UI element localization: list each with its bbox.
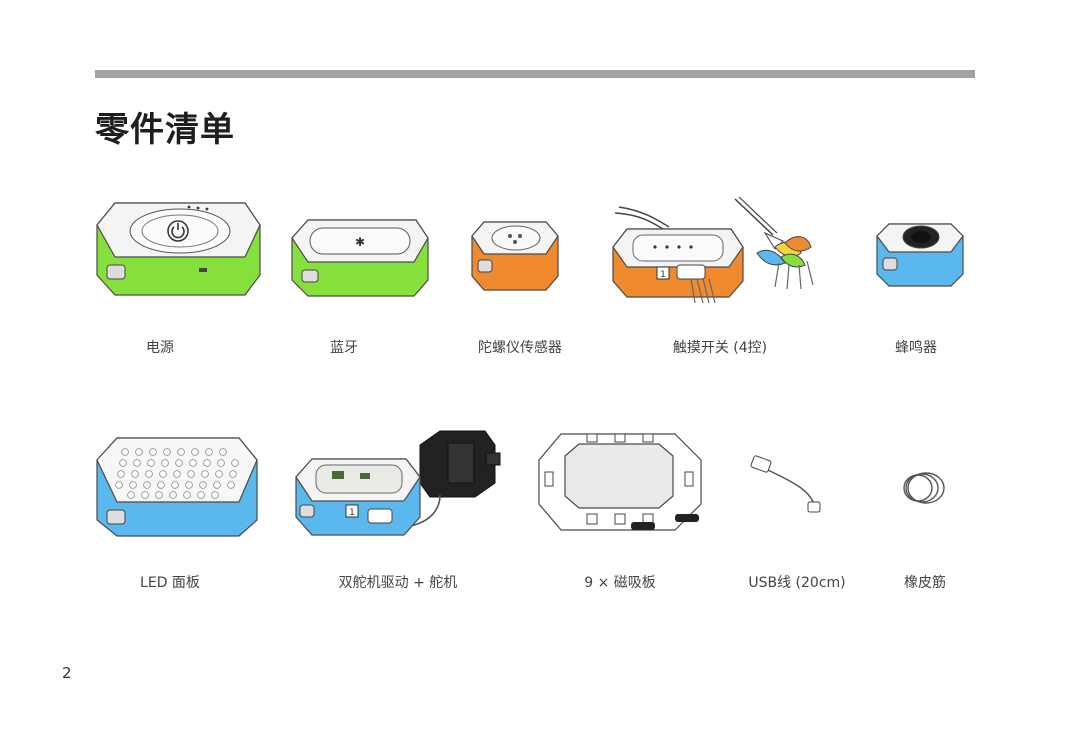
part-label-servo-driver: 双舵机驱动 + 舵机 bbox=[338, 575, 458, 591]
usb-cable-icon bbox=[750, 455, 821, 513]
part-led-panel bbox=[95, 430, 260, 540]
buzzer-icon bbox=[876, 223, 964, 287]
part-magnetic-board bbox=[535, 430, 705, 545]
bluetooth-module-icon: ✱ bbox=[291, 219, 429, 297]
part-label-magnetic-board: 9 × 磁吸板 bbox=[584, 575, 656, 591]
rubber-band-icon bbox=[903, 472, 945, 504]
part-buzzer bbox=[875, 220, 965, 290]
part-power bbox=[95, 195, 261, 305]
page-number: 2 bbox=[62, 664, 72, 682]
part-label-usb-cable: USB线 (20cm) bbox=[748, 575, 846, 591]
part-label-led-panel: LED 面板 bbox=[140, 575, 200, 591]
touch-switch-icon: 1 bbox=[612, 196, 814, 304]
top-rule bbox=[95, 70, 975, 78]
part-rubber-band bbox=[900, 468, 950, 508]
led-panel-icon bbox=[96, 437, 258, 537]
gyroscope-sensor-icon bbox=[471, 221, 559, 291]
part-label-touch-switch: 触摸开关 (4控) bbox=[672, 340, 768, 356]
part-gyroscope bbox=[470, 218, 560, 293]
part-servo-driver: 1 bbox=[290, 425, 510, 540]
page-title: 零件清单 bbox=[95, 110, 235, 150]
svg-text:✱: ✱ bbox=[355, 235, 365, 249]
power-module-icon bbox=[96, 202, 261, 296]
part-usb-cable bbox=[748, 452, 828, 522]
servo-driver-icon: 1 bbox=[295, 430, 501, 536]
part-label-rubber-band: 橡皮筋 bbox=[904, 575, 946, 591]
part-bluetooth: ✱ bbox=[290, 210, 430, 300]
svg-text:1: 1 bbox=[349, 508, 355, 518]
part-label-gyroscope: 陀螺仪传感器 bbox=[478, 340, 562, 356]
svg-text:1: 1 bbox=[660, 270, 666, 280]
part-label-power: 电源 bbox=[146, 340, 174, 356]
part-label-bluetooth: 蓝牙 bbox=[330, 340, 358, 356]
part-label-buzzer: 蜂鸣器 bbox=[895, 340, 937, 356]
magnetic-board-icon bbox=[538, 433, 702, 531]
part-touch-switch: 1 bbox=[605, 195, 830, 305]
